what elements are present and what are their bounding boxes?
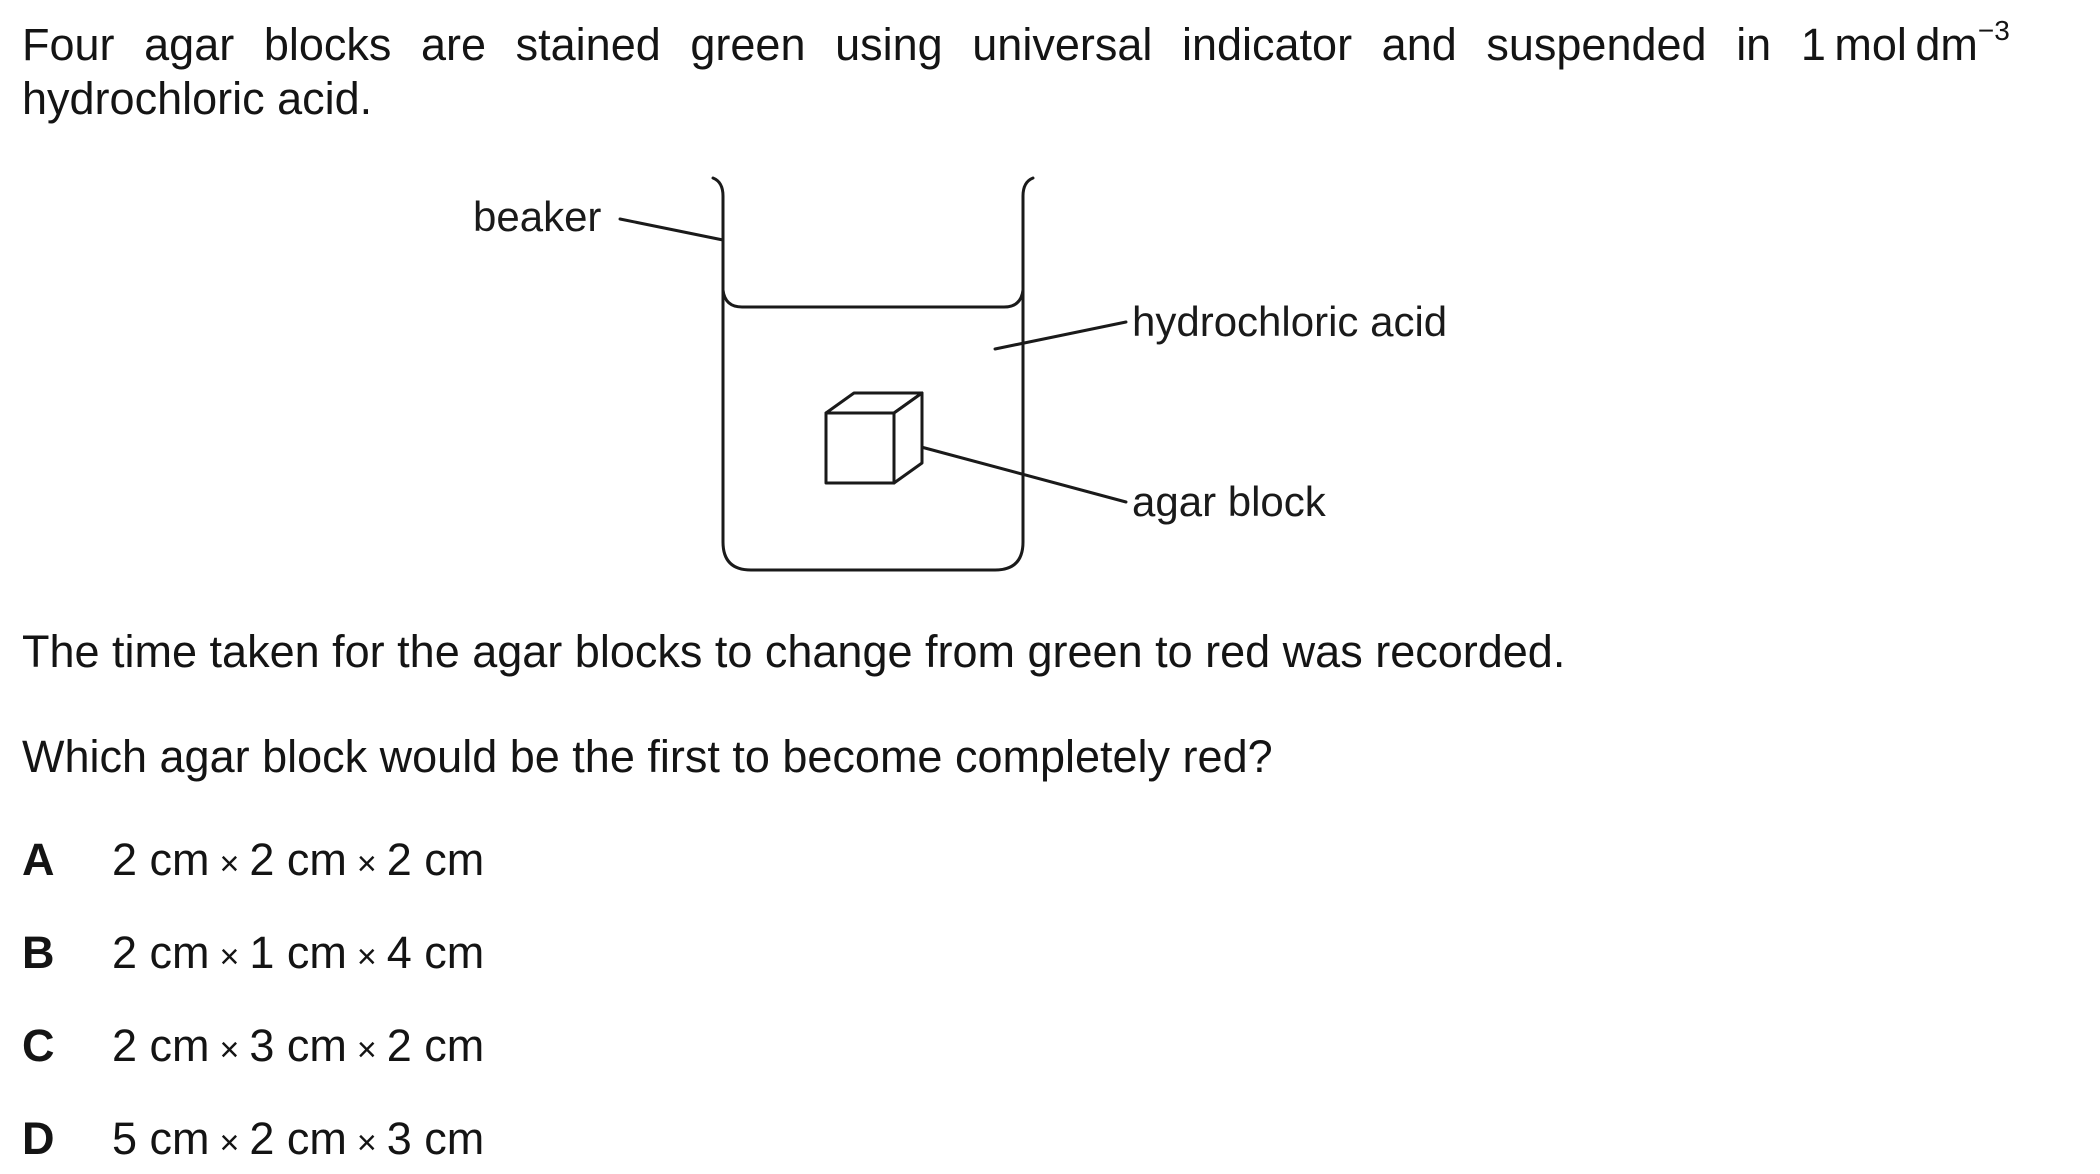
intro-line-1: Four agar blocks are stained green using…	[22, 15, 2010, 72]
intro-word: using	[835, 19, 943, 70]
intro-word: suspended	[1486, 19, 1707, 70]
beaker-diagram: beaker hydrochloric acid agar block	[473, 176, 1447, 572]
option-dimensions: 2 cm×3 cm×2 cm	[112, 1020, 485, 1071]
option-letter: B	[22, 927, 55, 978]
beaker-leader-line	[618, 217, 725, 242]
agar-block-label: agar block	[1132, 478, 1327, 525]
intro-word: in	[1736, 19, 1772, 70]
intro-word: are	[421, 19, 487, 70]
intro-word: green	[690, 19, 806, 70]
option-letter: A	[22, 834, 55, 885]
intro-line-2: hydrochloric acid.	[22, 73, 373, 124]
intro-word: indicator	[1181, 19, 1353, 70]
beaker-label: beaker	[473, 193, 601, 240]
question-intro: Four agar blocks are stained green using…	[22, 15, 2010, 126]
intro-word: blocks	[263, 19, 392, 70]
intro-word: stained	[515, 19, 661, 70]
acid-leader-line	[993, 320, 1128, 351]
intro-word: agar	[144, 19, 235, 70]
option-dimensions: 5 cm×2 cm×3 cm	[112, 1113, 485, 1164]
intro-word: Four	[22, 19, 115, 70]
block-leader-line	[908, 442, 1128, 504]
intro-word: and	[1381, 19, 1457, 70]
concentration-exponent: −3	[1977, 15, 2010, 46]
concentration: 1 mol dm−3	[1800, 15, 2010, 72]
question-text: Which agar block would be the first to b…	[22, 731, 1273, 782]
acid-surface-line	[721, 288, 1025, 309]
agar-block-icon	[824, 391, 924, 485]
option-letter: D	[22, 1113, 55, 1164]
acid-label: hydrochloric acid	[1132, 298, 1447, 345]
intro-word: universal	[972, 19, 1153, 70]
concentration-unit: 1 mol dm	[1800, 19, 1978, 70]
statement-text: The time taken for the agar blocks to ch…	[22, 626, 1566, 677]
option-letter: C	[22, 1020, 55, 1071]
option-dimensions: 2 cm×1 cm×4 cm	[112, 927, 485, 978]
option-dimensions: 2 cm×2 cm×2 cm	[112, 834, 485, 885]
beaker-outline	[711, 176, 1035, 572]
